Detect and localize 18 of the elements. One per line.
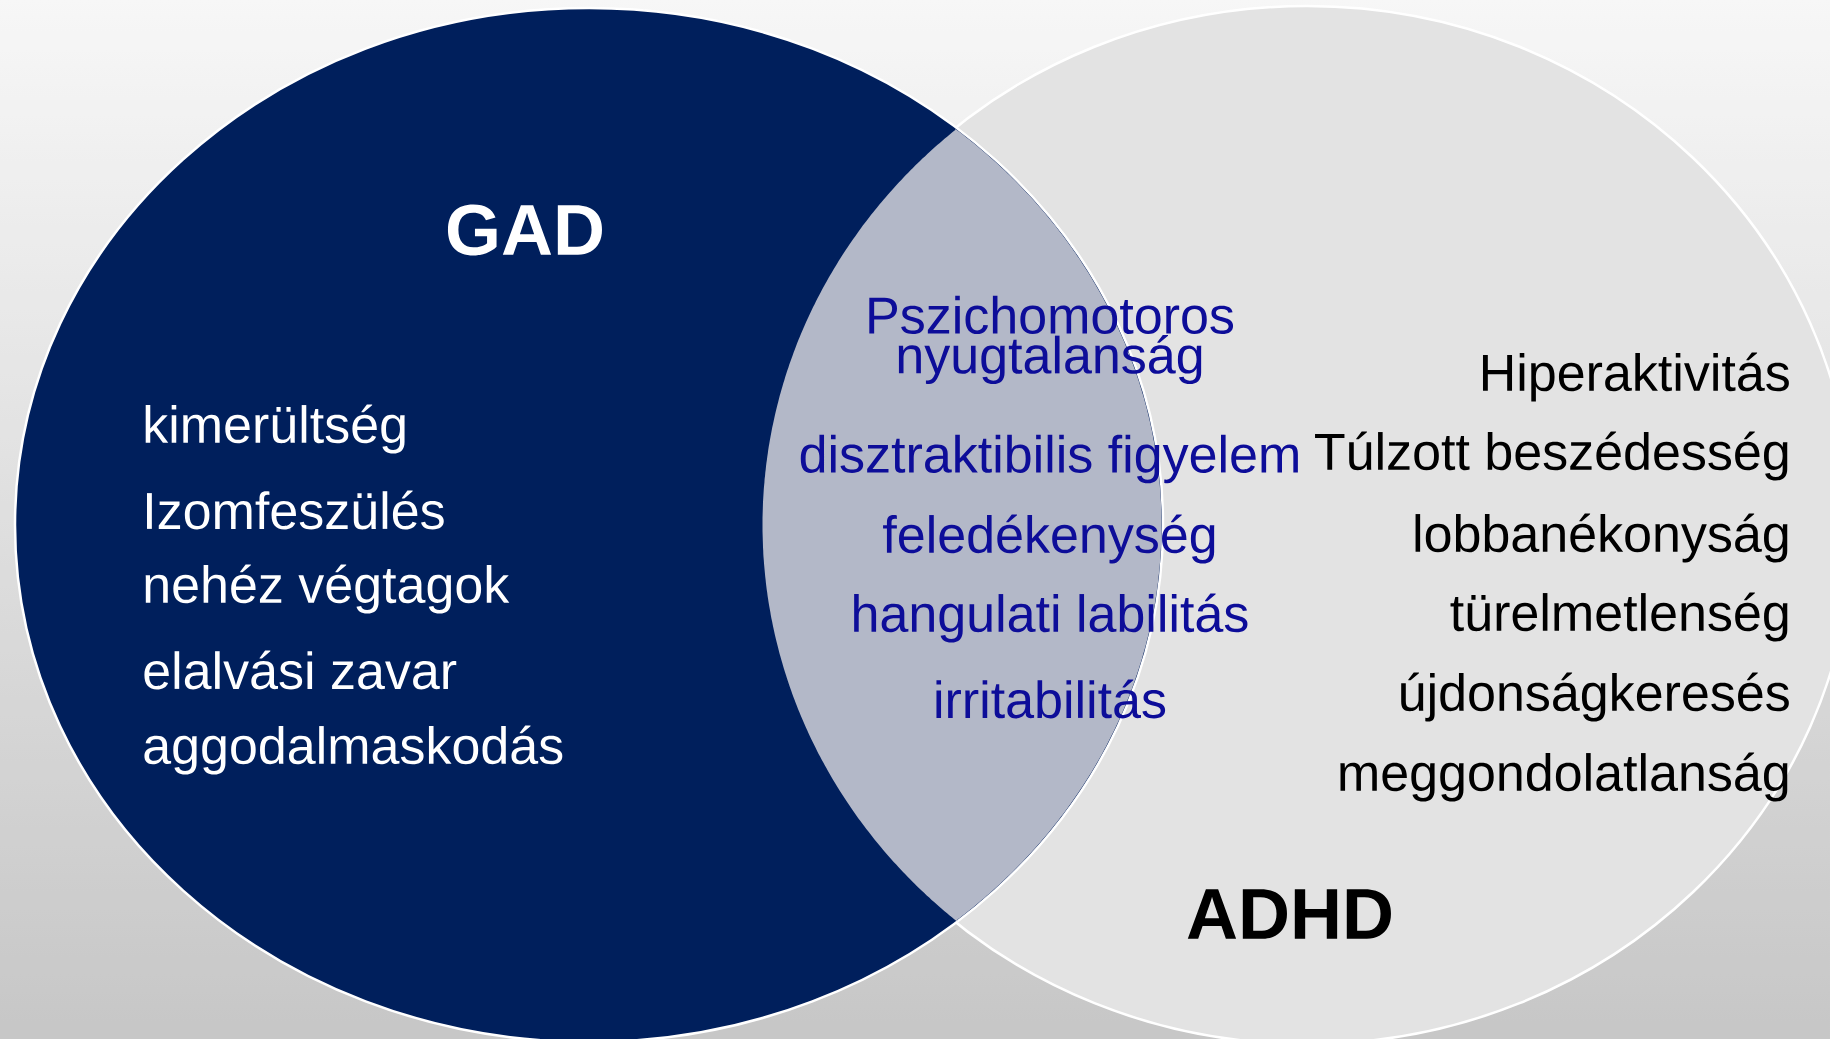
- list-item: irritabilitás: [936, 679, 1166, 719]
- list-item: disztraktibilis figyelem: [800, 434, 1298, 484]
- list-item: Túlzott beszédesség: [1315, 431, 1788, 481]
- list-item: nehéz végtagok: [145, 564, 510, 614]
- list-item: elalvási zavar: [144, 650, 457, 690]
- circle-title: ADHD: [1187, 889, 1391, 939]
- list-item: türelmetlenség: [1450, 592, 1788, 642]
- list-item: lobbanékonyság: [1415, 513, 1788, 563]
- list-item: Izomfeszülés: [147, 490, 444, 530]
- circle-title: GAD: [447, 204, 602, 256]
- list-item: meggondolatlanság: [1340, 752, 1788, 802]
- list-item: kimerültség: [145, 404, 405, 454]
- list-item: Hiperaktivitás: [1483, 352, 1789, 402]
- list-item: Pszichomotoros nyugtalanság: [869, 295, 1234, 385]
- list-item: újdonságkeresés: [1401, 672, 1789, 722]
- list-item: hangulati labilitás: [854, 593, 1248, 643]
- list-item: aggodalmaskodás: [144, 725, 563, 775]
- list-item: feledékenység: [883, 514, 1215, 564]
